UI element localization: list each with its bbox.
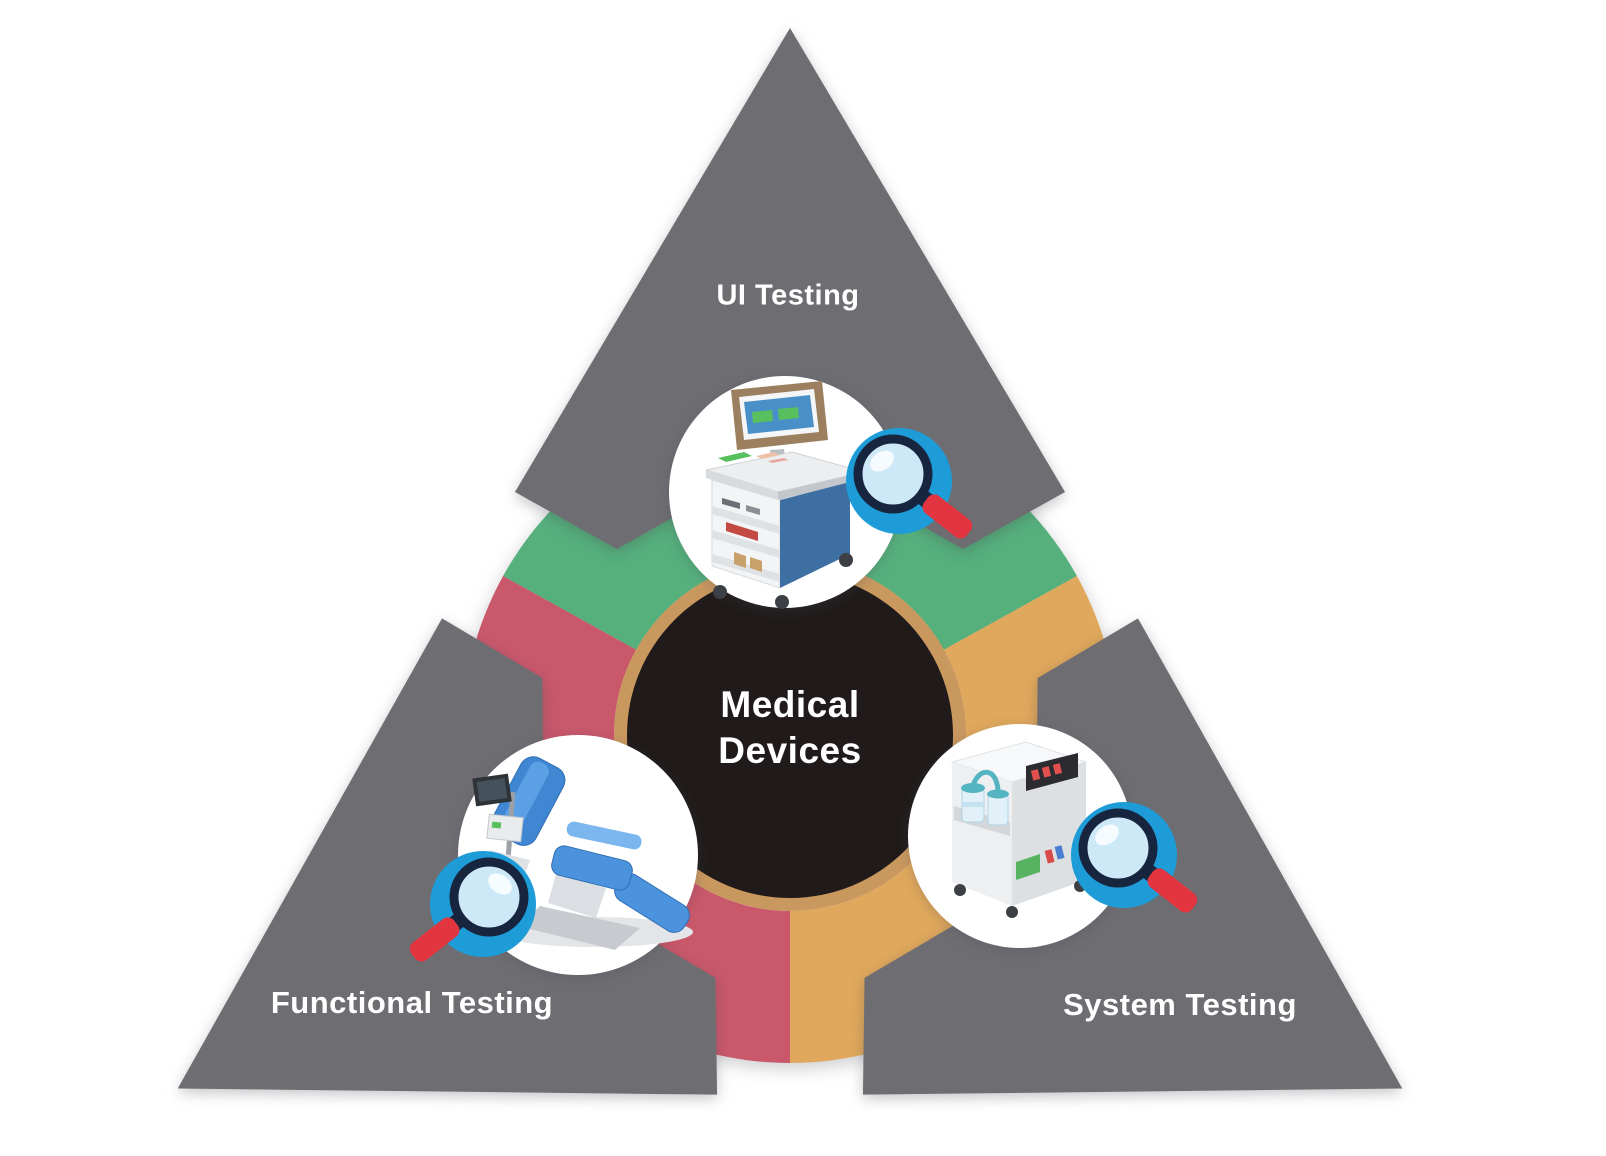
console-light xyxy=(491,821,502,829)
chair-base xyxy=(518,906,640,950)
cart-box xyxy=(734,552,746,568)
label-functional-testing: Functional Testing xyxy=(270,985,554,1020)
center-disc xyxy=(614,559,966,911)
cart-module xyxy=(746,505,760,515)
machine-digit xyxy=(1041,766,1052,778)
cart-caster xyxy=(839,553,853,567)
label-ui-testing: UI Testing xyxy=(716,279,860,312)
machine-jar xyxy=(987,793,1009,826)
machine-green-label xyxy=(1016,854,1040,880)
cart-module xyxy=(722,498,740,509)
machine-caster xyxy=(954,884,966,896)
chair-backrest-pad xyxy=(504,761,549,827)
cart-caster xyxy=(713,585,727,599)
machine-jar-band xyxy=(962,802,984,807)
cart-top-lip xyxy=(706,470,778,500)
cart-top-item xyxy=(756,452,780,459)
chair-armrest xyxy=(566,821,642,850)
console-panel xyxy=(486,813,524,843)
monitor-cart-icon xyxy=(705,381,865,609)
chair-pedestal xyxy=(548,874,606,918)
machine-caster xyxy=(1006,906,1018,918)
cart-top-item xyxy=(718,452,752,462)
cart-screen-block xyxy=(752,410,773,423)
machine-jar-lid xyxy=(987,789,1009,799)
console-monitor xyxy=(472,773,512,807)
machine-sticker xyxy=(1044,849,1055,864)
cart-screen-block xyxy=(778,407,799,420)
machine-digit xyxy=(1052,763,1063,775)
cart-red-device xyxy=(726,522,758,541)
cart-top-item xyxy=(768,458,788,463)
cart-top-lip xyxy=(778,472,864,500)
triangle-bottom-left xyxy=(177,618,718,1095)
center-disc-face xyxy=(627,572,953,898)
machine-sticker xyxy=(1054,845,1065,860)
machine-display xyxy=(1026,753,1078,791)
cart-caster xyxy=(775,595,789,609)
cart-shelf xyxy=(712,530,780,558)
machine-jar-lid xyxy=(961,783,985,793)
lab-machine-icon xyxy=(950,741,1088,918)
cart-box xyxy=(750,557,762,572)
machine-digit xyxy=(1030,769,1041,781)
triangle-top xyxy=(515,28,1065,549)
chair-seat xyxy=(551,845,633,891)
cart-shelf xyxy=(712,506,780,534)
label-medical-devices: Medical Devices xyxy=(718,684,862,771)
machine-hose xyxy=(970,769,1001,791)
label-system-testing: System Testing xyxy=(1063,987,1297,1022)
cart-side-panel xyxy=(780,482,850,588)
